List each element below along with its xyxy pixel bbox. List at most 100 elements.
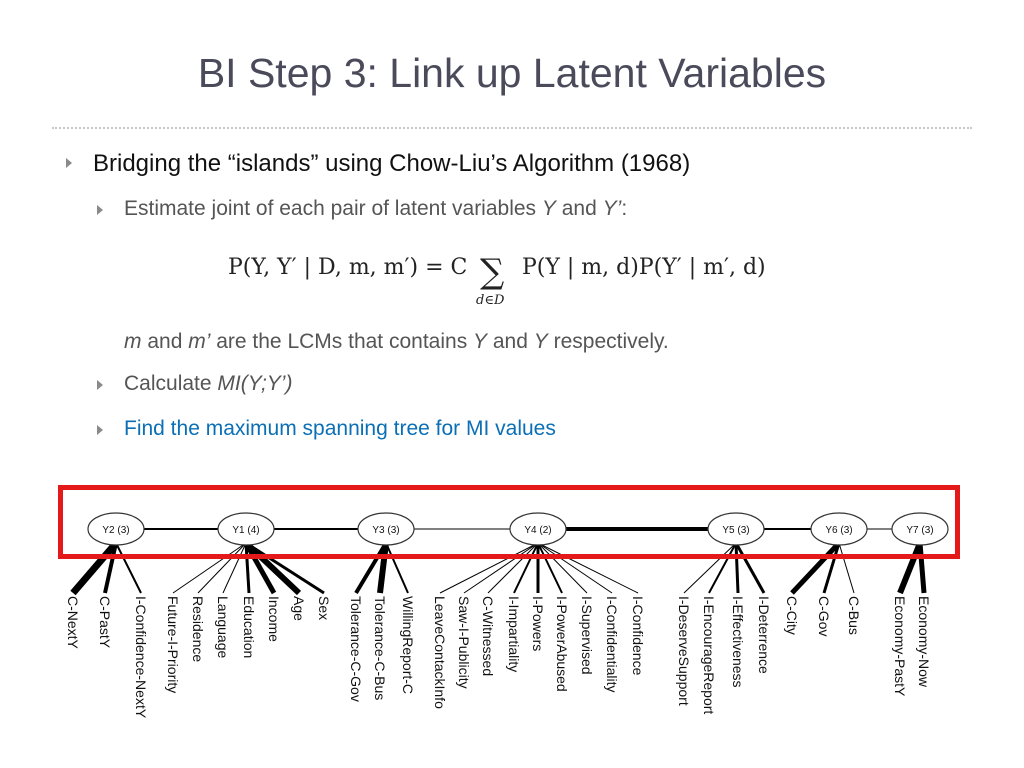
latent-node-label: Y4 (2) (524, 525, 551, 536)
note-y: Y (473, 330, 488, 353)
observed-variable-label: Future-I-Priority (165, 596, 181, 693)
leaf-edge (245, 541, 325, 595)
observed-variable-label: C-Gov (816, 596, 832, 636)
leaf-edge (103, 542, 118, 594)
observed-variable-label: I-Confidence-NextY (133, 596, 149, 719)
observed-variable-label: LeaveContackInfo (432, 596, 448, 709)
latent-node (217, 512, 275, 546)
latent-node-label: Y1 (4) (232, 525, 259, 536)
leaf-edge (734, 542, 766, 594)
observed-variable-label: Education (241, 596, 257, 658)
observed-variable-label: I-Impartiality (506, 596, 522, 672)
leaf-edge (385, 542, 409, 594)
observed-variable-label: Economy-Now (916, 596, 932, 688)
observed-variable-label: Sex (316, 596, 332, 620)
leaf-edge (439, 542, 539, 594)
sub-bullet-marker (97, 380, 103, 390)
observed-variable-label: Residence (190, 596, 206, 662)
latent-node-label: Y3 (3) (372, 525, 399, 536)
observed-variable-label: I-Powers (530, 596, 546, 651)
var-y-prime: Y’ (602, 197, 622, 220)
observed-variable-label: I-DeserveSupport (676, 596, 692, 706)
latent-node (357, 512, 415, 546)
leaf-edge (734, 542, 740, 594)
observed-variable-label: C-Witnessed (480, 596, 496, 676)
observed-variable-label: C-NextY (65, 596, 81, 650)
estimate-and: and (555, 197, 603, 220)
formula-lhs: P(Y, Y′ | D, m, m′) = C (228, 255, 468, 280)
observed-variable-label: I-Confidence (630, 596, 646, 676)
leaf-edge (822, 542, 841, 594)
leaf-edge (197, 542, 247, 594)
observed-variable-label: Tolerance-C-Bus (372, 596, 388, 700)
leaf-edge (244, 542, 251, 594)
leaf-edge (487, 542, 539, 594)
observed-variable-label: C-City (784, 596, 800, 635)
note-and-1: and (141, 330, 189, 353)
leaf-edge (537, 542, 613, 594)
latent-node (891, 512, 949, 546)
observed-variable-label: Economy-PastY (892, 596, 908, 697)
leaf-edge (172, 542, 247, 594)
latent-node-label: Y2 (3) (102, 525, 129, 536)
latent-node-label: Y5 (3) (722, 525, 749, 536)
formula-rhs: P(Y | m, d)P(Y′ | m′, d) (522, 255, 766, 280)
observed-variable-label: I-Deterrence (756, 596, 772, 674)
sub-bullet-estimate: Estimate joint of each pair of latent va… (124, 197, 627, 221)
sub-bullet-calculate: Calculate MI(Y;Y’) (124, 372, 292, 396)
latent-node-label: Y7 (3) (906, 525, 933, 536)
latent-node (707, 512, 765, 546)
leaf-edge (537, 542, 563, 594)
leaf-edge (917, 542, 927, 594)
sub-bullet-marker (97, 205, 103, 215)
lcm-note: m and m’ are the LCMs that contains Y an… (124, 330, 669, 354)
slide-title: BI Step 3: Link up Latent Variables (197, 50, 827, 96)
observed-variable-label: I-PowerAbused (554, 596, 570, 692)
bullet-marker (66, 158, 72, 168)
leaf-edge (790, 541, 841, 595)
leaf-edge (513, 542, 539, 594)
leaf-edge (838, 542, 855, 594)
observed-variable-label: Saw-I-Publicity (456, 596, 472, 689)
note-and-2: and (487, 330, 534, 353)
observed-variable-label: I-EncourageReport (701, 596, 717, 714)
note-m-prime: m’ (188, 330, 211, 353)
leaf-edge (537, 542, 588, 594)
note-rest: are the LCMs that contains (210, 330, 474, 353)
mi-expression: MI(Y;Y’) (217, 372, 293, 395)
leaf-edge (683, 542, 737, 594)
sub-bullet-marker (97, 425, 103, 435)
sub-bullet-spanning-tree: Find the maximum spanning tree for MI va… (124, 417, 556, 440)
observed-variable-label: I-Supervised (579, 596, 595, 675)
latent-node (509, 512, 567, 546)
observed-variable-label: C-PastY (97, 596, 113, 649)
leaf-edge (115, 542, 142, 594)
sum-symbol: ∑ (480, 252, 505, 292)
calculate-text: Calculate (124, 372, 218, 395)
latent-highlight-box (58, 485, 960, 559)
observed-variable-label: Language (215, 596, 231, 659)
leaf-edge (377, 542, 389, 594)
bullet-chow-liu: Bridging the “islands” using Chow-Liu’s … (93, 150, 691, 177)
observed-variable-label: Age (291, 596, 307, 621)
latent-node (87, 512, 145, 546)
title-divider (52, 127, 972, 129)
observed-variable-label: Tolerance-C-Gov (348, 596, 364, 702)
leaf-edge (708, 542, 737, 594)
observed-variable-label: WillingReport-C (400, 596, 416, 694)
observed-variable-label: I-Confidentiality (604, 596, 620, 693)
leaf-edge (222, 542, 247, 594)
sum-subscript: d∈D (476, 293, 505, 308)
estimate-colon: : (621, 197, 628, 220)
note-end: respectively. (547, 330, 669, 353)
leaf-edge (897, 541, 923, 595)
leaf-edge (243, 540, 302, 596)
leaf-edge (70, 540, 119, 596)
latent-tree-diagram: Y2 (3)Y1 (4)Y3 (3)Y4 (2)Y5 (3)Y6 (3)Y7 (… (65, 512, 949, 719)
leaf-edge (537, 542, 639, 594)
observed-variable-label: Income (266, 596, 282, 642)
estimate-text: Estimate joint of each pair of latent va… (124, 197, 542, 220)
leaf-edge (463, 542, 539, 594)
note-y-2: Y (533, 330, 548, 353)
observed-variable-label: I-Effectiveness (730, 596, 746, 688)
